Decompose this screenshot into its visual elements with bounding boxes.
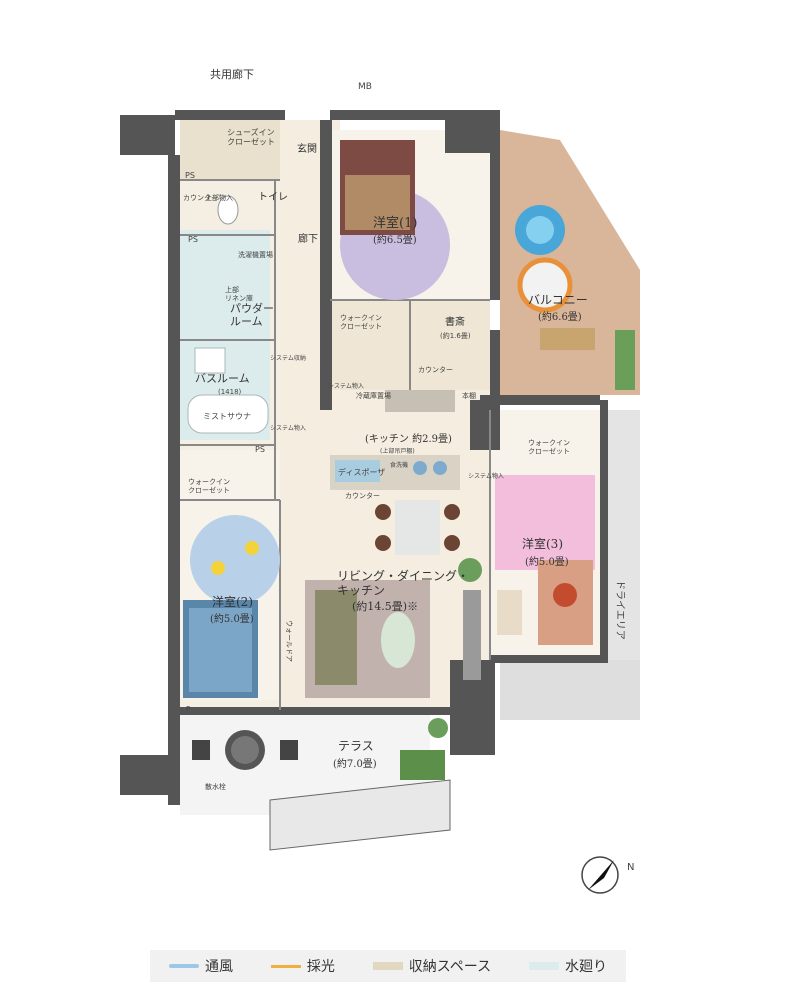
dishwasher-label: 食洗機 [390,461,408,469]
light-swatch [270,964,301,968]
legend-item-water: 水廻り [529,956,607,976]
ps-label-3: PS [255,445,265,454]
ps-label-1: PS [185,171,195,180]
storage-swatch [372,962,403,970]
fridge-label: 冷蔵庫置場 [356,391,391,400]
mist-sauna-label: ミストサウナ [203,412,251,421]
partitions [180,179,491,710]
rug-bedroom2 [190,515,280,605]
counter-kitchen-label: カウンター [345,491,380,500]
legend-label: 収納スペース [408,959,492,975]
kitchen-upper-label: (上部吊戸棚) [380,447,415,455]
study-counter-label: カウンター [418,365,453,374]
system-storage2-label: システム物入 [270,424,306,432]
corridor-label: 共用廊下 [210,67,254,81]
compass-label: N [627,862,634,873]
bedroom3-name: 洋室(3) [522,536,563,551]
legend-item-light: 採光 [270,956,335,976]
bedroom2-name: 洋室(2) [212,594,253,609]
wall-door-label: ウォールドア [285,620,293,662]
terrace-name: テラス [338,739,374,753]
walkin3-label: ウォークインクローゼット [188,478,230,494]
entrance-label: 玄関 [297,142,317,155]
shelf-label: 本棚 [462,391,476,400]
upper-storage-label: 上部物入 [205,193,233,202]
legend: 通風 採光 収納スペース 水廻り [150,950,626,982]
toilet-label: トイレ [258,192,288,203]
ventilation-swatch [168,964,199,968]
powder-room-label: パウダールーム [230,301,274,328]
balcony-size: (約6.6畳) [538,310,582,323]
walkin2-label: ウォークインクローゼット [528,439,570,455]
system-storage1-label: システム収納 [270,354,306,362]
study-name: 書斎 [445,315,465,328]
terrace-size: (約7.0畳) [333,757,377,770]
bedroom1-name: 洋室(1) [373,215,417,231]
faucet-label: 散水栓 [205,782,226,791]
ps-label-2: PS [188,235,198,244]
system-storage4-label: システム物入 [468,472,504,480]
dry-area-label: ドライエリア [614,580,626,640]
legend-item-ventilation: 通風 [168,956,233,976]
hallway-label: 廊下 [298,232,318,245]
bath-size-label: (1418) [218,388,242,396]
water-swatch [529,962,559,970]
study-size: (約1.6畳) [440,331,471,340]
legend-label: 水廻り [565,959,607,975]
furniture [183,140,635,851]
legend-label: 通風 [204,959,233,975]
bedroom1-size: (約6.5畳) [373,233,417,246]
legend-label: 採光 [306,959,335,975]
linen-label: 上部リネン庫 [225,285,253,302]
p-label: P [186,705,190,713]
walkin1-label: ウォークインクローゼット [340,314,382,330]
mb-label: MB [358,82,372,92]
bedroom3-size: (約5.0畳) [525,555,569,568]
labels: 共用廊下 MB シューズインクローゼット 玄関 洋室(1) (約6.5畳) バル… [183,67,626,791]
balcony-name: バルコニー [528,293,588,307]
system-storage3-label: システム物入 [328,382,364,390]
washer-label: 洗濯機置場 [238,250,273,259]
ldk-size: (約14.5畳)※ [352,599,418,613]
rug-bedroom3 [495,475,595,570]
compass-icon: N [581,856,634,894]
bathroom-label: バスルーム [195,372,250,385]
ldk-name: リビング・ダイニング・キッチン [337,568,469,597]
shoes-closet-label: シューズインクローゼット [227,127,275,147]
counter-left-label: カウンター [183,193,218,202]
disposer-label: ディスポーザ [338,467,385,477]
parasol-icon [517,257,573,313]
kitchen-label: (キッチン 約2.9畳) [365,432,452,445]
legend-item-storage: 収納スペース [372,956,492,976]
bedroom2-size: (約5.0畳) [210,612,254,625]
